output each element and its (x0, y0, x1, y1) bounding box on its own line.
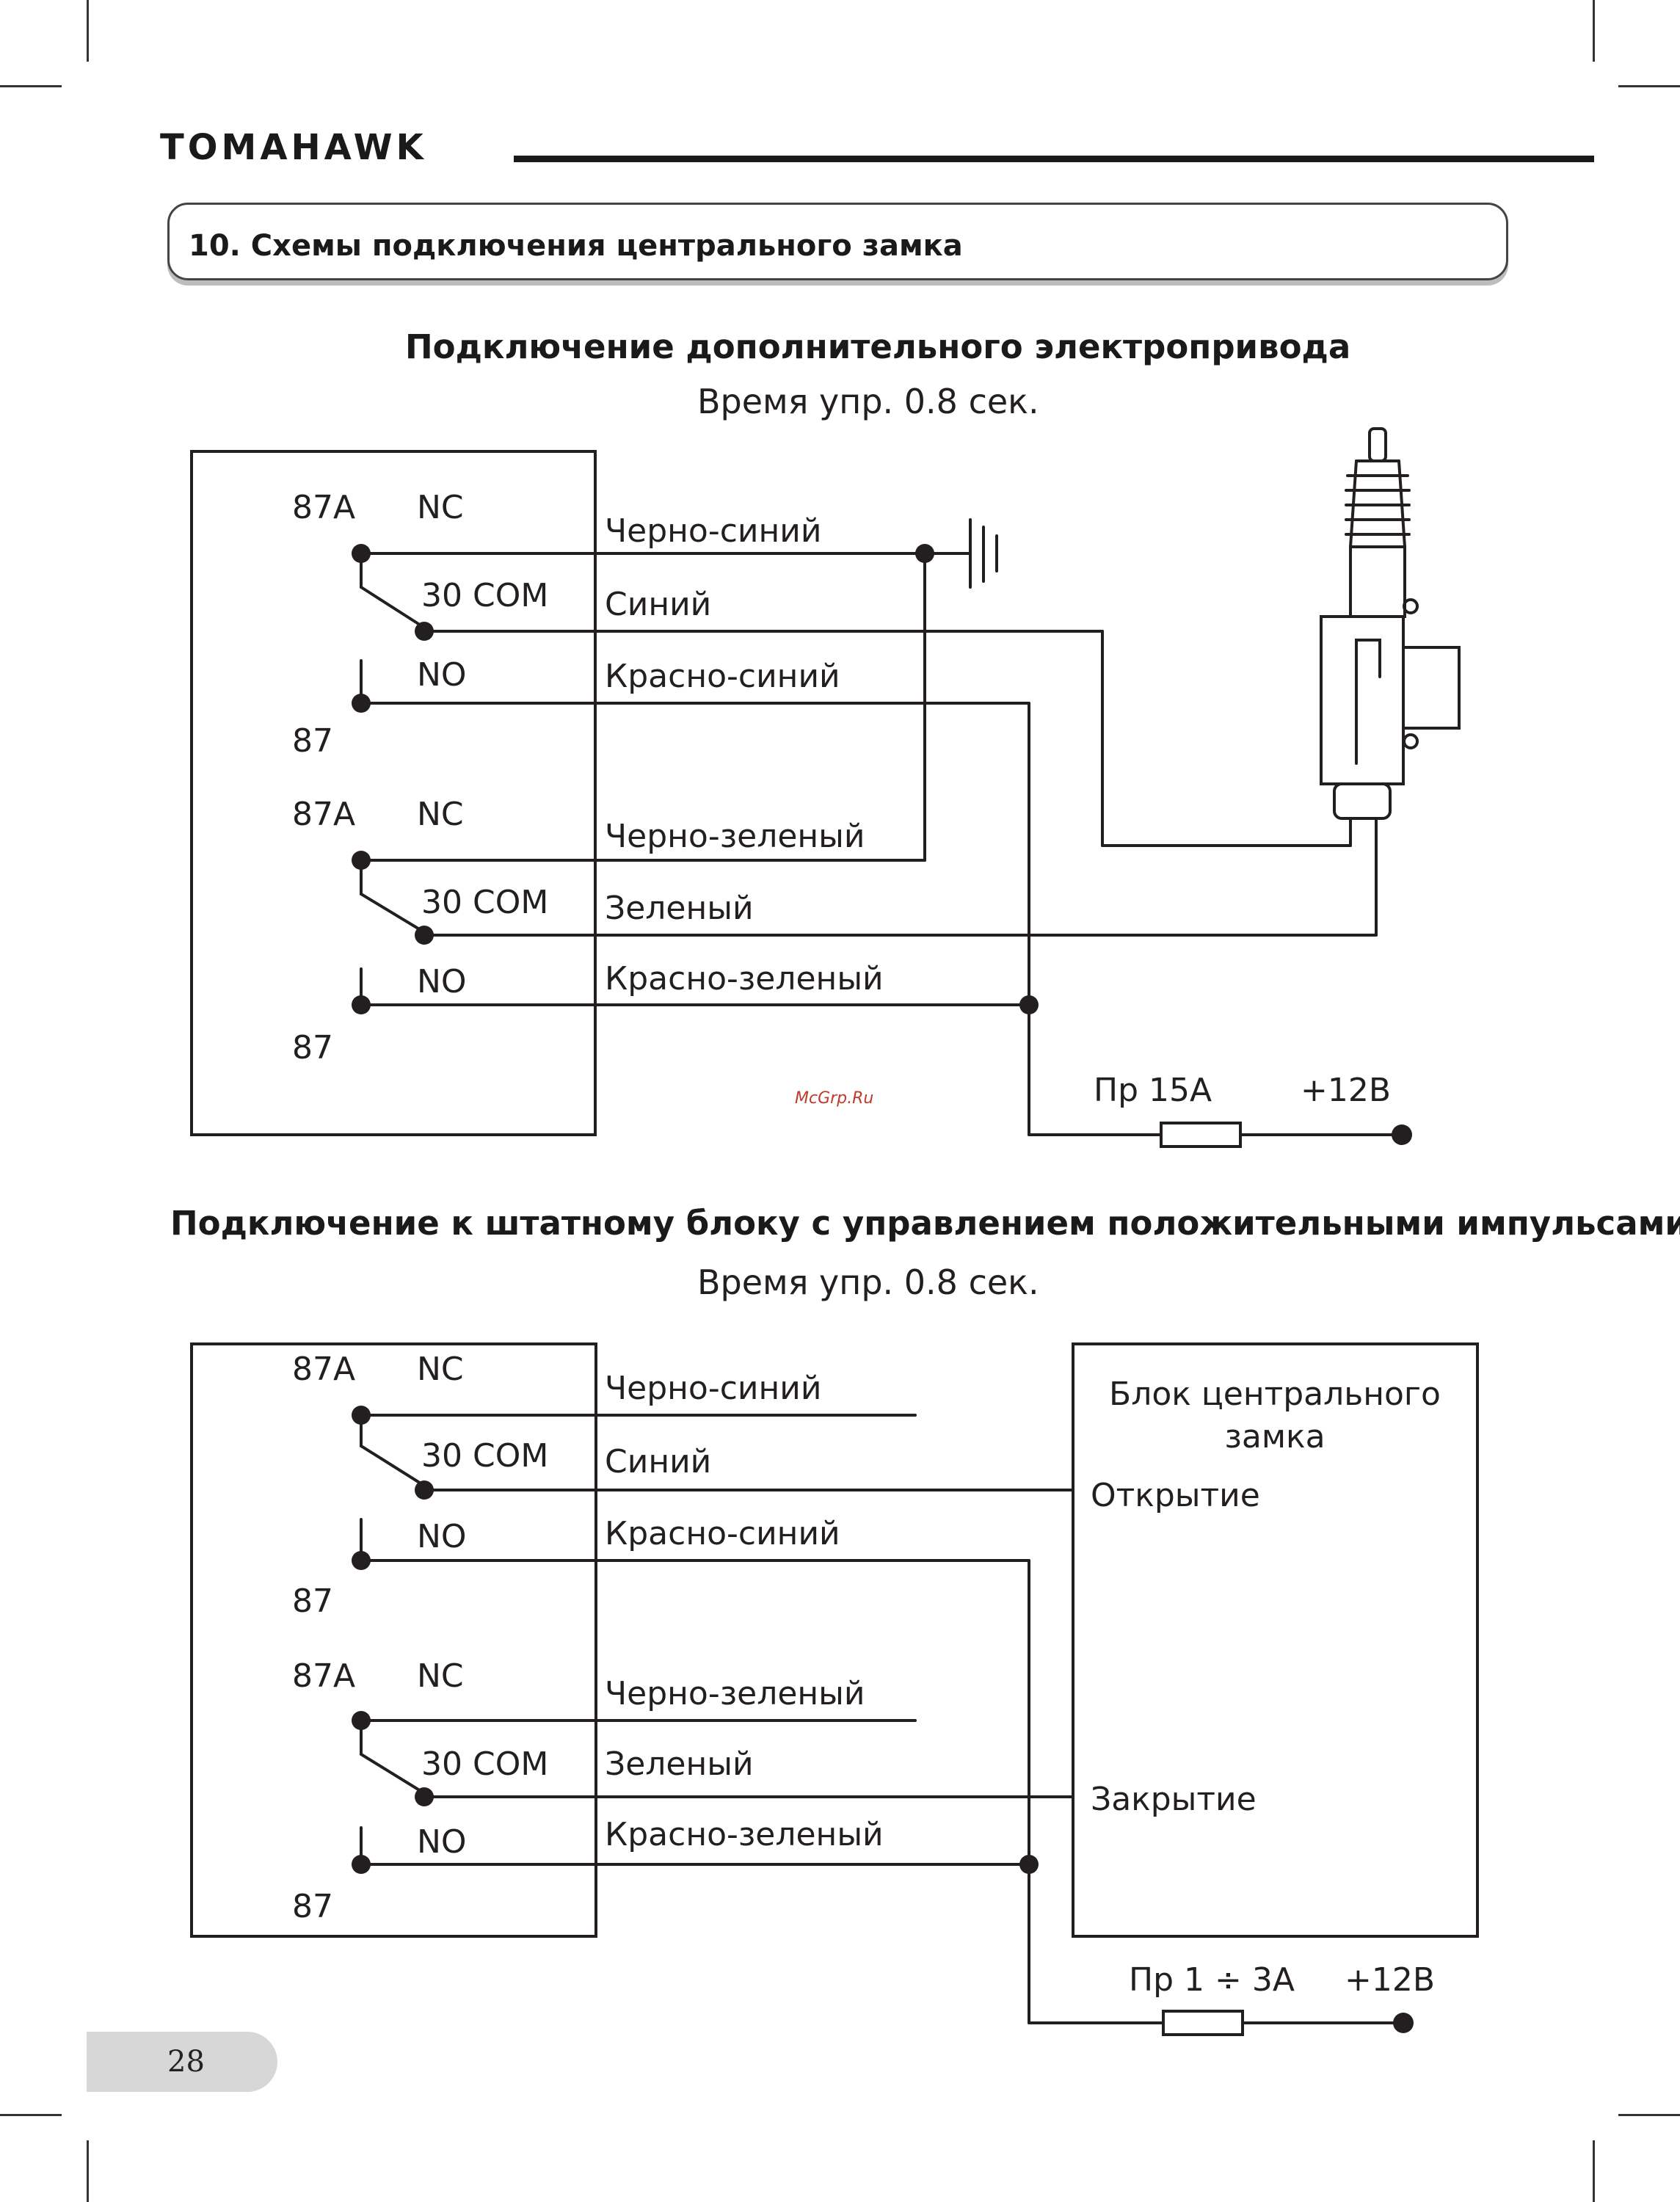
d2-r1-com: 30 COM (421, 1437, 548, 1475)
fuse-1-3a (1162, 2010, 1244, 2036)
d2-r2-no: NO (417, 1823, 467, 1861)
brand-logo: TOMAHAWK (160, 127, 427, 168)
d1-r1-com: 30 COM (421, 577, 548, 614)
d2-r2-com: 30 COM (421, 1745, 548, 1783)
d2-r2-87: 87 (292, 1888, 333, 1925)
d1-r2-nc: NC (417, 796, 464, 833)
crop-mark (0, 2114, 62, 2116)
junction-dots (352, 544, 1414, 2033)
actuator-icon (1320, 427, 1461, 820)
d2-wire-label: Черно-зеленый (605, 1675, 865, 1712)
diagram1-wiring (190, 450, 1403, 1148)
d1-wire-label: Красно-зеленый (605, 960, 884, 998)
crop-mark (1618, 2114, 1680, 2116)
d2-r1-87a: 87A (292, 1351, 355, 1388)
page-number-tab: 28 (87, 2032, 277, 2092)
diagram2-heading: Подключение к штатному блоку с управлени… (170, 1204, 1680, 1243)
d1-r1-nc: NC (417, 489, 464, 526)
block-open-label: Открытие (1091, 1477, 1260, 1514)
d2-power-label: +12В (1345, 1961, 1435, 1999)
d1-wire-label: Зеленый (605, 890, 754, 927)
block-title-line1: Блок центрального (1109, 1376, 1441, 1413)
d2-wire-label: Красно-зеленый (605, 1816, 884, 1853)
d2-r1-no: NO (417, 1518, 467, 1555)
fuse-15a (1160, 1122, 1242, 1148)
crop-mark (1593, 0, 1595, 62)
crop-mark (0, 85, 62, 87)
d2-r2-87a: 87A (292, 1657, 355, 1695)
section-title-box: 10. Схемы подключения центрального замка (167, 203, 1508, 280)
block-close-label: Закрытие (1091, 1781, 1257, 1818)
header-rule (514, 156, 1594, 162)
d2-wire-label: Черно-синий (605, 1370, 821, 1407)
block-title-line2: замка (1224, 1418, 1325, 1456)
d1-r2-87a: 87A (292, 796, 355, 833)
d1-wire-label: Синий (605, 586, 711, 623)
diagram1-relay-box (190, 450, 597, 1136)
d2-fuse-label: Пр 1 ÷ 3А (1129, 1961, 1295, 1999)
crop-mark (87, 2140, 89, 2202)
d1-wire-label: Черно-синий (605, 512, 821, 550)
diagram2-wiring (190, 1342, 1479, 2036)
d2-wire-label: Красно-синий (605, 1515, 840, 1552)
crop-mark (87, 0, 89, 62)
d1-r2-87: 87 (292, 1029, 333, 1067)
d1-wire-label: Черно-зеленый (605, 818, 865, 855)
central-lock-block (1072, 1342, 1479, 1938)
d1-r1-87: 87 (292, 722, 333, 760)
d1-fuse-label: Пр 15А (1094, 1072, 1212, 1109)
d1-r1-no: NO (417, 656, 467, 694)
d1-r1-87a: 87A (292, 489, 355, 526)
page-number: 28 (167, 2045, 205, 2079)
d1-r2-no: NO (417, 963, 467, 1000)
crop-mark (1618, 85, 1680, 87)
d1-power-label: +12В (1301, 1072, 1391, 1109)
d2-wire-label: Синий (605, 1443, 711, 1480)
diagram1-heading: Подключение дополнительного электроприво… (405, 327, 1351, 366)
d2-r1-nc: NC (417, 1351, 464, 1388)
crop-mark (1593, 2140, 1595, 2202)
watermark: McGrp.Ru (795, 1089, 874, 1108)
d1-r2-com: 30 COM (421, 884, 548, 921)
d1-wire-label: Красно-синий (605, 658, 840, 695)
diagram2-subtitle: Время упр. 0.8 сек. (697, 1262, 1039, 1302)
d2-wire-label: Зеленый (605, 1745, 754, 1783)
section-title: 10. Схемы подключения центрального замка (189, 229, 963, 263)
d2-r1-87: 87 (292, 1583, 333, 1620)
diagram2-relay-box (190, 1342, 597, 1938)
diagram1-subtitle: Время упр. 0.8 сек. (697, 382, 1039, 421)
d2-r2-nc: NC (417, 1657, 464, 1695)
